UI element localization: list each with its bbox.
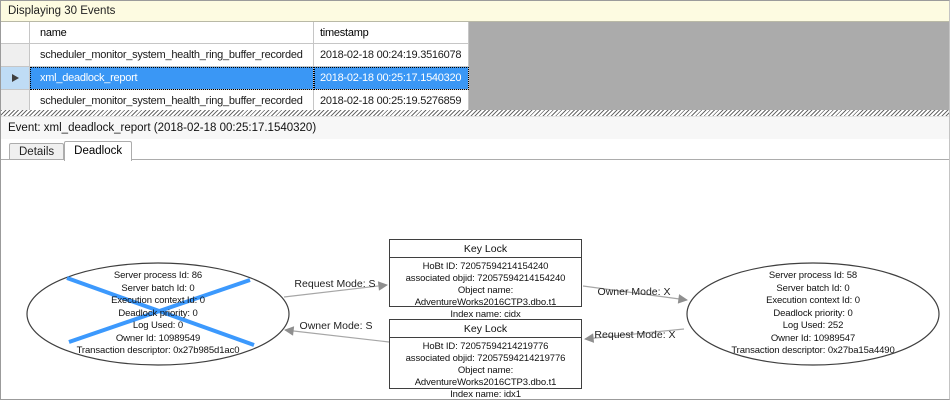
column-header-timestamp[interactable]: timestamp [314,22,469,44]
victim-cross-icon [68,278,251,344]
tab-deadlock[interactable]: Deadlock [64,141,133,161]
resource-node-keylock-bottom[interactable]: Key Lock HoBt ID: 72057594214219776 asso… [389,319,582,399]
edge-request-x [584,328,685,343]
edge-label-request-s: Request Mode: S [294,278,376,290]
resource-attr: Index name: idx1 [450,389,521,400]
deadlock-graph-svg [26,262,940,366]
process-attr: Deadlock priority: 0 [773,307,853,319]
process-attr: Transaction descriptor: 0x27ba15a4490 [731,345,895,356]
resource-attr: Index name: cidx [450,309,521,320]
selected-event-text: Event: xml_deadlock_report (2018-02-18 0… [8,122,317,134]
resource-attr: Object name: AdventureWorks2016CTP3.dbo.… [414,285,557,308]
process-attr: Server process Id: 86 [113,270,203,281]
process-attr: Deadlock priority: 0 [118,307,198,319]
process-attr: Transaction descriptor: 0x27b985d1ac0 [76,345,240,356]
edge-label-request-x: Request Mode: X [594,329,676,341]
process-node-ellipse[interactable] [686,262,940,366]
edge-owner-x [582,285,688,304]
resource-attr: associated objid: 72057594214154240 [405,273,566,284]
events-grid: name timestamp scheduler_monitor_system_… [1,22,949,110]
edge-owner-s [284,326,390,343]
resource-title: Key Lock [390,320,581,338]
grid-header-row: name timestamp [1,22,949,44]
resource-attr: Object name: AdventureWorks2016CTP3.dbo.… [414,365,557,388]
row-selector-cell[interactable] [1,67,30,90]
event-name-cell[interactable]: scheduler_monitor_system_health_ring_buf… [30,44,314,67]
event-timestamp-cell[interactable]: 2018-02-18 00:25:17.1540320 [314,67,469,90]
column-header-name[interactable]: name [30,22,314,44]
process-attr: Log Used: 0 [132,320,184,331]
resource-attr: associated objid: 72057594214219776 [405,353,566,364]
row-selector-cell[interactable] [1,90,30,110]
edge-label-owner-s: Owner Mode: S [299,320,373,332]
table-row-selected[interactable]: xml_deadlock_report 2018-02-18 00:25:17.… [1,67,949,90]
process-attr: Server process Id: 58 [768,270,858,281]
tab-details[interactable]: Details [9,143,65,160]
row-selector-cell[interactable] [1,44,30,67]
resource-node-keylock-top[interactable]: Key Lock HoBt ID: 72057594214154240 asso… [389,239,582,320]
grid-corner-cell [1,22,30,44]
resource-attr: HoBt ID: 72057594214219776 [422,341,549,352]
pane-splitter-handle[interactable] [1,110,949,117]
events-count-text: Displaying 30 Events [8,5,116,17]
process-attr: Execution context Id: 0 [111,295,205,306]
process-attr: Owner Id: 10989547 [770,332,856,344]
process-attr: Owner Id: 10989549 [115,332,201,344]
edge-request-s [283,281,388,298]
resource-attr: HoBt ID: 72057594214154240 [422,261,549,272]
table-row[interactable]: scheduler_monitor_system_health_ring_buf… [1,90,949,110]
table-row[interactable]: scheduler_monitor_system_health_ring_buf… [1,44,949,67]
process-attr: Execution context Id: 0 [766,295,860,306]
resource-title: Key Lock [390,240,581,258]
process-attr: Log Used: 252 [782,320,844,331]
edge-label-owner-x: Owner Mode: X [597,286,671,298]
process-node-victim[interactable]: Server process Id: 86 Server batch Id: 0… [33,270,283,358]
deadlock-graph-canvas: Server process Id: 86 Server batch Id: 0… [1,160,949,399]
event-name-cell[interactable]: scheduler_monitor_system_health_ring_buf… [30,90,314,110]
process-node[interactable]: Server process Id: 58 Server batch Id: 0… [688,270,938,358]
process-attr: Server batch Id: 0 [776,282,850,294]
event-timestamp-cell[interactable]: 2018-02-18 00:25:19.5276859 [314,90,469,110]
event-timestamp-cell[interactable]: 2018-02-18 00:24:19.3516078 [314,44,469,67]
current-row-marker-icon [11,74,19,82]
process-attr: Server batch Id: 0 [121,282,195,294]
events-count-bar: Displaying 30 Events [1,1,949,22]
event-name-cell[interactable]: xml_deadlock_report [30,67,314,90]
details-tab-strip: Details Deadlock [1,139,949,161]
selected-event-caption: Event: xml_deadlock_report (2018-02-18 0… [1,117,949,139]
